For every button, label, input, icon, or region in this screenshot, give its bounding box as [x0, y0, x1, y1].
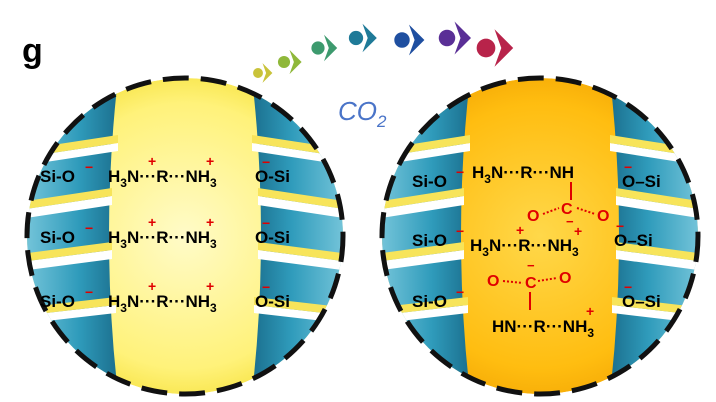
- charge-minus: −: [624, 279, 632, 295]
- charge-minus: −: [85, 159, 93, 175]
- pore-after-adsorption: Si-O − Si-O − Si-O − O–Si − O–Si − O–Si …: [379, 75, 701, 397]
- amine-row: H3N···R···NH3: [108, 228, 217, 251]
- arrow-chevron-icon: [438, 21, 471, 55]
- wall-label-right: O-Si: [255, 292, 290, 311]
- wall-label-l2: Si-O: [412, 231, 447, 250]
- wall-label-l1: Si-O: [412, 172, 447, 191]
- charge-plus: +: [148, 153, 156, 169]
- carbamate-oxygen-2b: O: [559, 270, 571, 287]
- carbamate-oxygen-2a: O: [487, 273, 499, 290]
- charge-plus: +: [586, 303, 594, 319]
- arrow-chevron-icon: [311, 34, 338, 62]
- arrow-chevron-icon: [394, 24, 425, 56]
- charge-minus: −: [262, 215, 270, 231]
- partial-bond: [502, 280, 524, 284]
- co2-label: CO2: [338, 96, 387, 131]
- charge-minus: −: [566, 214, 574, 229]
- charge-plus: +: [206, 214, 214, 230]
- wall-label-l3: Si-O: [412, 292, 447, 311]
- carbamate-oxygen-1a: O: [527, 208, 539, 225]
- pore-before-adsorption: Si-O−H3N···R···NH3++O-Si−Si-O−H3N···R···…: [24, 75, 346, 397]
- amine-rows-left: Si-O−H3N···R···NH3++O-Si−Si-O−H3N···R···…: [40, 153, 290, 315]
- amine-row-1: H3N···R···NH: [472, 163, 574, 186]
- charge-minus: −: [85, 284, 93, 300]
- charge-plus: +: [206, 153, 214, 169]
- charge-minus: −: [624, 159, 632, 175]
- wall-label-right: O-Si: [255, 167, 290, 186]
- charge-minus: −: [616, 218, 624, 234]
- charge-plus: +: [206, 278, 214, 294]
- pore-boundary-left: [24, 75, 346, 397]
- arrow-chevron-icon: [348, 23, 377, 53]
- charge-minus: −: [456, 284, 464, 300]
- wall-label-r1: O–Si: [622, 172, 661, 191]
- partial-bond: [537, 277, 558, 282]
- amine-row-2: H3N···R···NH3: [470, 236, 579, 259]
- arrow-chevron-icon: [277, 49, 302, 75]
- charge-minus: −: [262, 279, 270, 295]
- wall-label-right: O-Si: [255, 228, 290, 247]
- pore-boundary-right: [379, 75, 701, 397]
- wall-label-left: Si-O: [40, 292, 75, 311]
- amine-row: H3N···R···NH3: [108, 167, 217, 190]
- wall-label-left: Si-O: [40, 167, 75, 186]
- wall-label-left: Si-O: [40, 228, 75, 247]
- charge-minus: −: [527, 258, 535, 273]
- carbamate-carbon-1: C: [561, 201, 573, 218]
- charge-minus: −: [262, 154, 270, 170]
- panel-label: g: [22, 32, 43, 70]
- charge-minus: −: [456, 164, 464, 180]
- charge-plus: +: [516, 222, 524, 238]
- wall-label-r2: O–Si: [614, 231, 653, 250]
- charge-plus: +: [574, 223, 582, 239]
- charge-plus: +: [148, 278, 156, 294]
- amine-row: H3N···R···NH3: [108, 292, 217, 315]
- arrow-chain: [253, 21, 514, 83]
- partial-bond: [576, 207, 596, 215]
- arrow-chevron-icon: [476, 29, 514, 67]
- partial-bond: [542, 207, 560, 215]
- carbamate-oxygen-1b: O: [597, 208, 609, 225]
- arrow-chevron-icon: [253, 63, 273, 83]
- wall-label-r3: O–Si: [622, 292, 661, 311]
- charge-minus: −: [456, 223, 464, 239]
- carbamate-carbon-2: C: [525, 275, 537, 292]
- charge-plus: +: [148, 214, 156, 230]
- amine-row-3: HN···R···NH3: [492, 317, 594, 340]
- charge-minus: −: [85, 220, 93, 236]
